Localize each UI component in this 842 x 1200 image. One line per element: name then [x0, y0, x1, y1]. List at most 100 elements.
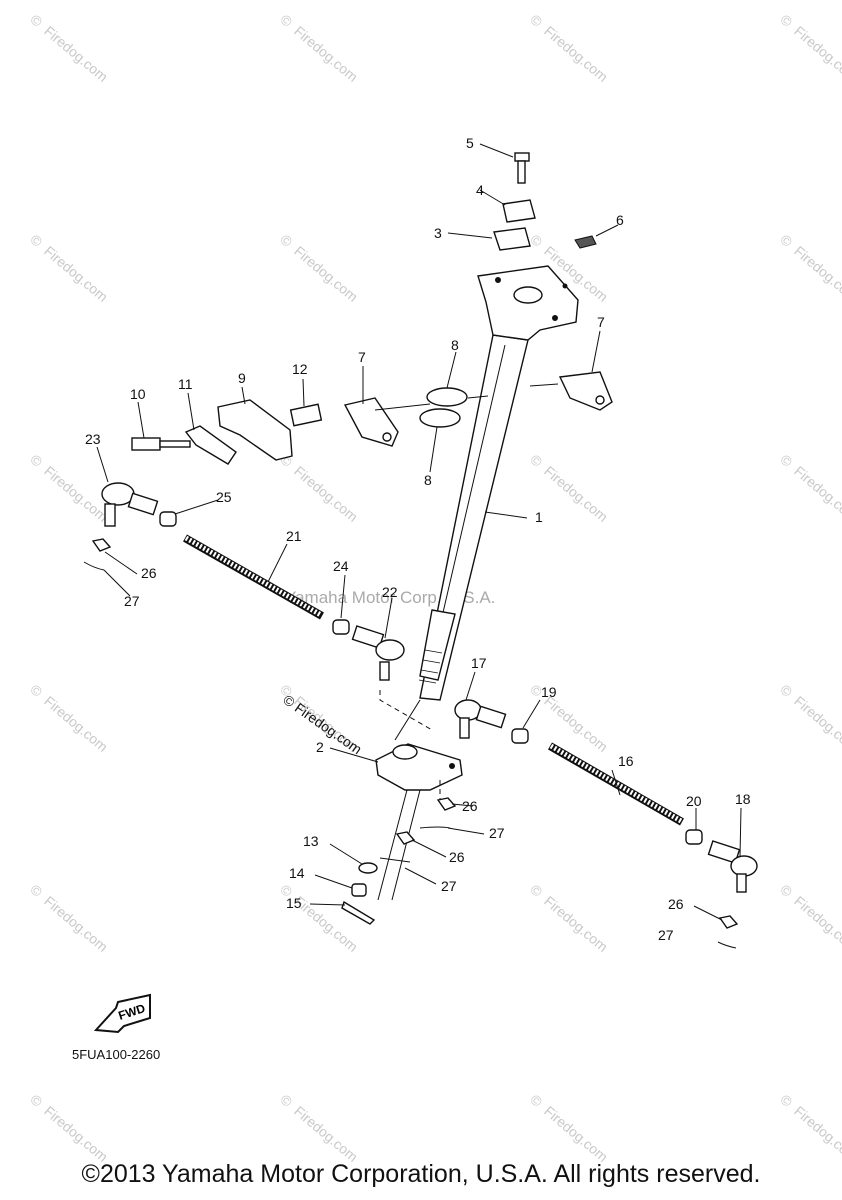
svg-text:Firedog.com: Firedog.com — [791, 893, 842, 955]
watermark-tile: ©Firedog.com — [527, 681, 611, 755]
callout-27: 27 — [441, 878, 457, 894]
svg-text:©: © — [277, 11, 296, 30]
watermark-tile: ©Firedog.com — [777, 451, 842, 525]
callout-27: 27 — [124, 593, 140, 609]
svg-text:Firedog.com: Firedog.com — [541, 1103, 611, 1165]
svg-text:Firedog.com: Firedog.com — [41, 23, 111, 85]
svg-text:Firedog.com: Firedog.com — [791, 23, 842, 85]
callout-7: 7 — [358, 349, 366, 365]
callout-19: 19 — [541, 684, 557, 700]
svg-text:Firedog.com: Firedog.com — [791, 463, 842, 525]
svg-text:Firedog.com: Firedog.com — [791, 243, 842, 305]
svg-text:Firedog.com: Firedog.com — [791, 693, 842, 755]
watermark-tile: ©Firedog.com — [277, 1091, 361, 1165]
svg-text:Firedog.com: Firedog.com — [291, 243, 361, 305]
callout-14: 14 — [289, 865, 305, 881]
fwd-arrow-icon: FWD — [93, 993, 151, 1034]
left-tie-rod — [183, 534, 324, 620]
pitman-arm — [375, 699, 463, 901]
svg-text:Firedog.com: Firedog.com — [41, 1103, 111, 1165]
callout-22: 22 — [382, 584, 398, 600]
callout-15: 15 — [286, 895, 302, 911]
watermark-tile: ©Firedog.com — [27, 231, 111, 305]
watermark-tile: ©Firedog.com — [777, 1091, 842, 1165]
svg-text:Firedog.com: Firedog.com — [791, 1103, 842, 1165]
svg-text:©: © — [27, 1091, 46, 1110]
callout-26: 26 — [462, 798, 478, 814]
svg-text:Firedog.com: Firedog.com — [291, 463, 361, 525]
svg-text:©: © — [27, 11, 46, 30]
steering-column — [418, 265, 579, 701]
callout-12: 12 — [292, 361, 308, 377]
watermark-tile: ©Firedog.com — [777, 231, 842, 305]
callout-13: 13 — [303, 833, 319, 849]
svg-text:©: © — [277, 1091, 296, 1110]
svg-text:Firedog.com: Firedog.com — [291, 893, 361, 955]
svg-text:©: © — [527, 451, 546, 470]
svg-text:©: © — [527, 231, 546, 250]
watermark-tile: ©Firedog.com — [527, 881, 611, 955]
lower-hardware — [83, 561, 737, 949]
svg-text:©: © — [527, 11, 546, 30]
svg-text:©: © — [27, 451, 46, 470]
clamp-parts — [493, 152, 597, 251]
callout-5: 5 — [466, 135, 474, 151]
svg-text:©: © — [27, 881, 46, 900]
svg-text:©: © — [777, 1091, 796, 1110]
callout-8: 8 — [424, 472, 432, 488]
svg-text:Firedog.com: Firedog.com — [541, 893, 611, 955]
watermark-tile: ©Firedog.com — [277, 11, 361, 85]
callout-26: 26 — [449, 849, 465, 865]
watermark-tile: ©Firedog.com — [277, 881, 361, 955]
callout-11: 11 — [178, 376, 193, 392]
callout-8: 8 — [451, 337, 459, 353]
svg-text:©: © — [777, 451, 796, 470]
callout-21: 21 — [286, 528, 302, 544]
callout-16: 16 — [618, 753, 634, 769]
center-tie-rod-end — [332, 619, 433, 731]
watermark-tile: ©Firedog.com — [777, 881, 842, 955]
watermark-tile: ©Firedog.com — [27, 881, 111, 955]
right-tie-rod-parts — [454, 699, 758, 929]
svg-text:Firedog.com: Firedog.com — [541, 23, 611, 85]
svg-text:Firedog.com: Firedog.com — [541, 463, 611, 525]
callout-2: 2 — [316, 739, 324, 755]
callout-labels: 1 12345677889101112131415161718192021222… — [85, 135, 751, 943]
svg-text:Firedog.com: Firedog.com — [41, 893, 111, 955]
watermark-tile: ©Firedog.com — [27, 681, 111, 755]
bushing-parts — [419, 371, 613, 428]
svg-text:Firedog.com: Firedog.com — [291, 23, 361, 85]
svg-text:Firedog.com: Firedog.com — [41, 463, 111, 525]
watermark-tile: ©Firedog.com — [527, 1091, 611, 1165]
diagram-code: 5FUA100-2260 — [72, 1047, 160, 1062]
callout-17: 17 — [471, 655, 487, 671]
svg-text:©: © — [777, 681, 796, 700]
callout-24: 24 — [333, 558, 349, 574]
callout-6: 6 — [616, 212, 624, 228]
callout-10: 10 — [130, 386, 146, 402]
watermark-tile: ©Firedog.com — [27, 1091, 111, 1165]
callout-9: 9 — [238, 370, 246, 386]
callout-26: 26 — [668, 896, 684, 912]
callout-26: 26 — [141, 565, 157, 581]
callout-27: 27 — [658, 927, 674, 943]
copyright-notice: ©2013 Yamaha Motor Corporation, U.S.A. A… — [81, 1160, 761, 1188]
callout-20: 20 — [686, 793, 702, 809]
watermark-tile: ©Firedog.com — [777, 11, 842, 85]
svg-text:©: © — [777, 231, 796, 250]
svg-text:Firedog.com: Firedog.com — [41, 243, 111, 305]
svg-text:©: © — [27, 681, 46, 700]
left-tie-rod-end — [91, 482, 177, 552]
callout-27: 27 — [489, 825, 505, 841]
callout-23: 23 — [85, 431, 101, 447]
svg-text:Firedog.com: Firedog.com — [291, 1103, 361, 1165]
left-bracket-parts — [131, 397, 431, 465]
svg-text:©: © — [27, 231, 46, 250]
leader-lines — [96, 143, 742, 921]
callout-4: 4 — [476, 182, 484, 198]
svg-text:©: © — [777, 881, 796, 900]
svg-text:©: © — [527, 1091, 546, 1110]
svg-text:©: © — [527, 881, 546, 900]
watermark-tile: ©Firedog.com — [27, 451, 111, 525]
